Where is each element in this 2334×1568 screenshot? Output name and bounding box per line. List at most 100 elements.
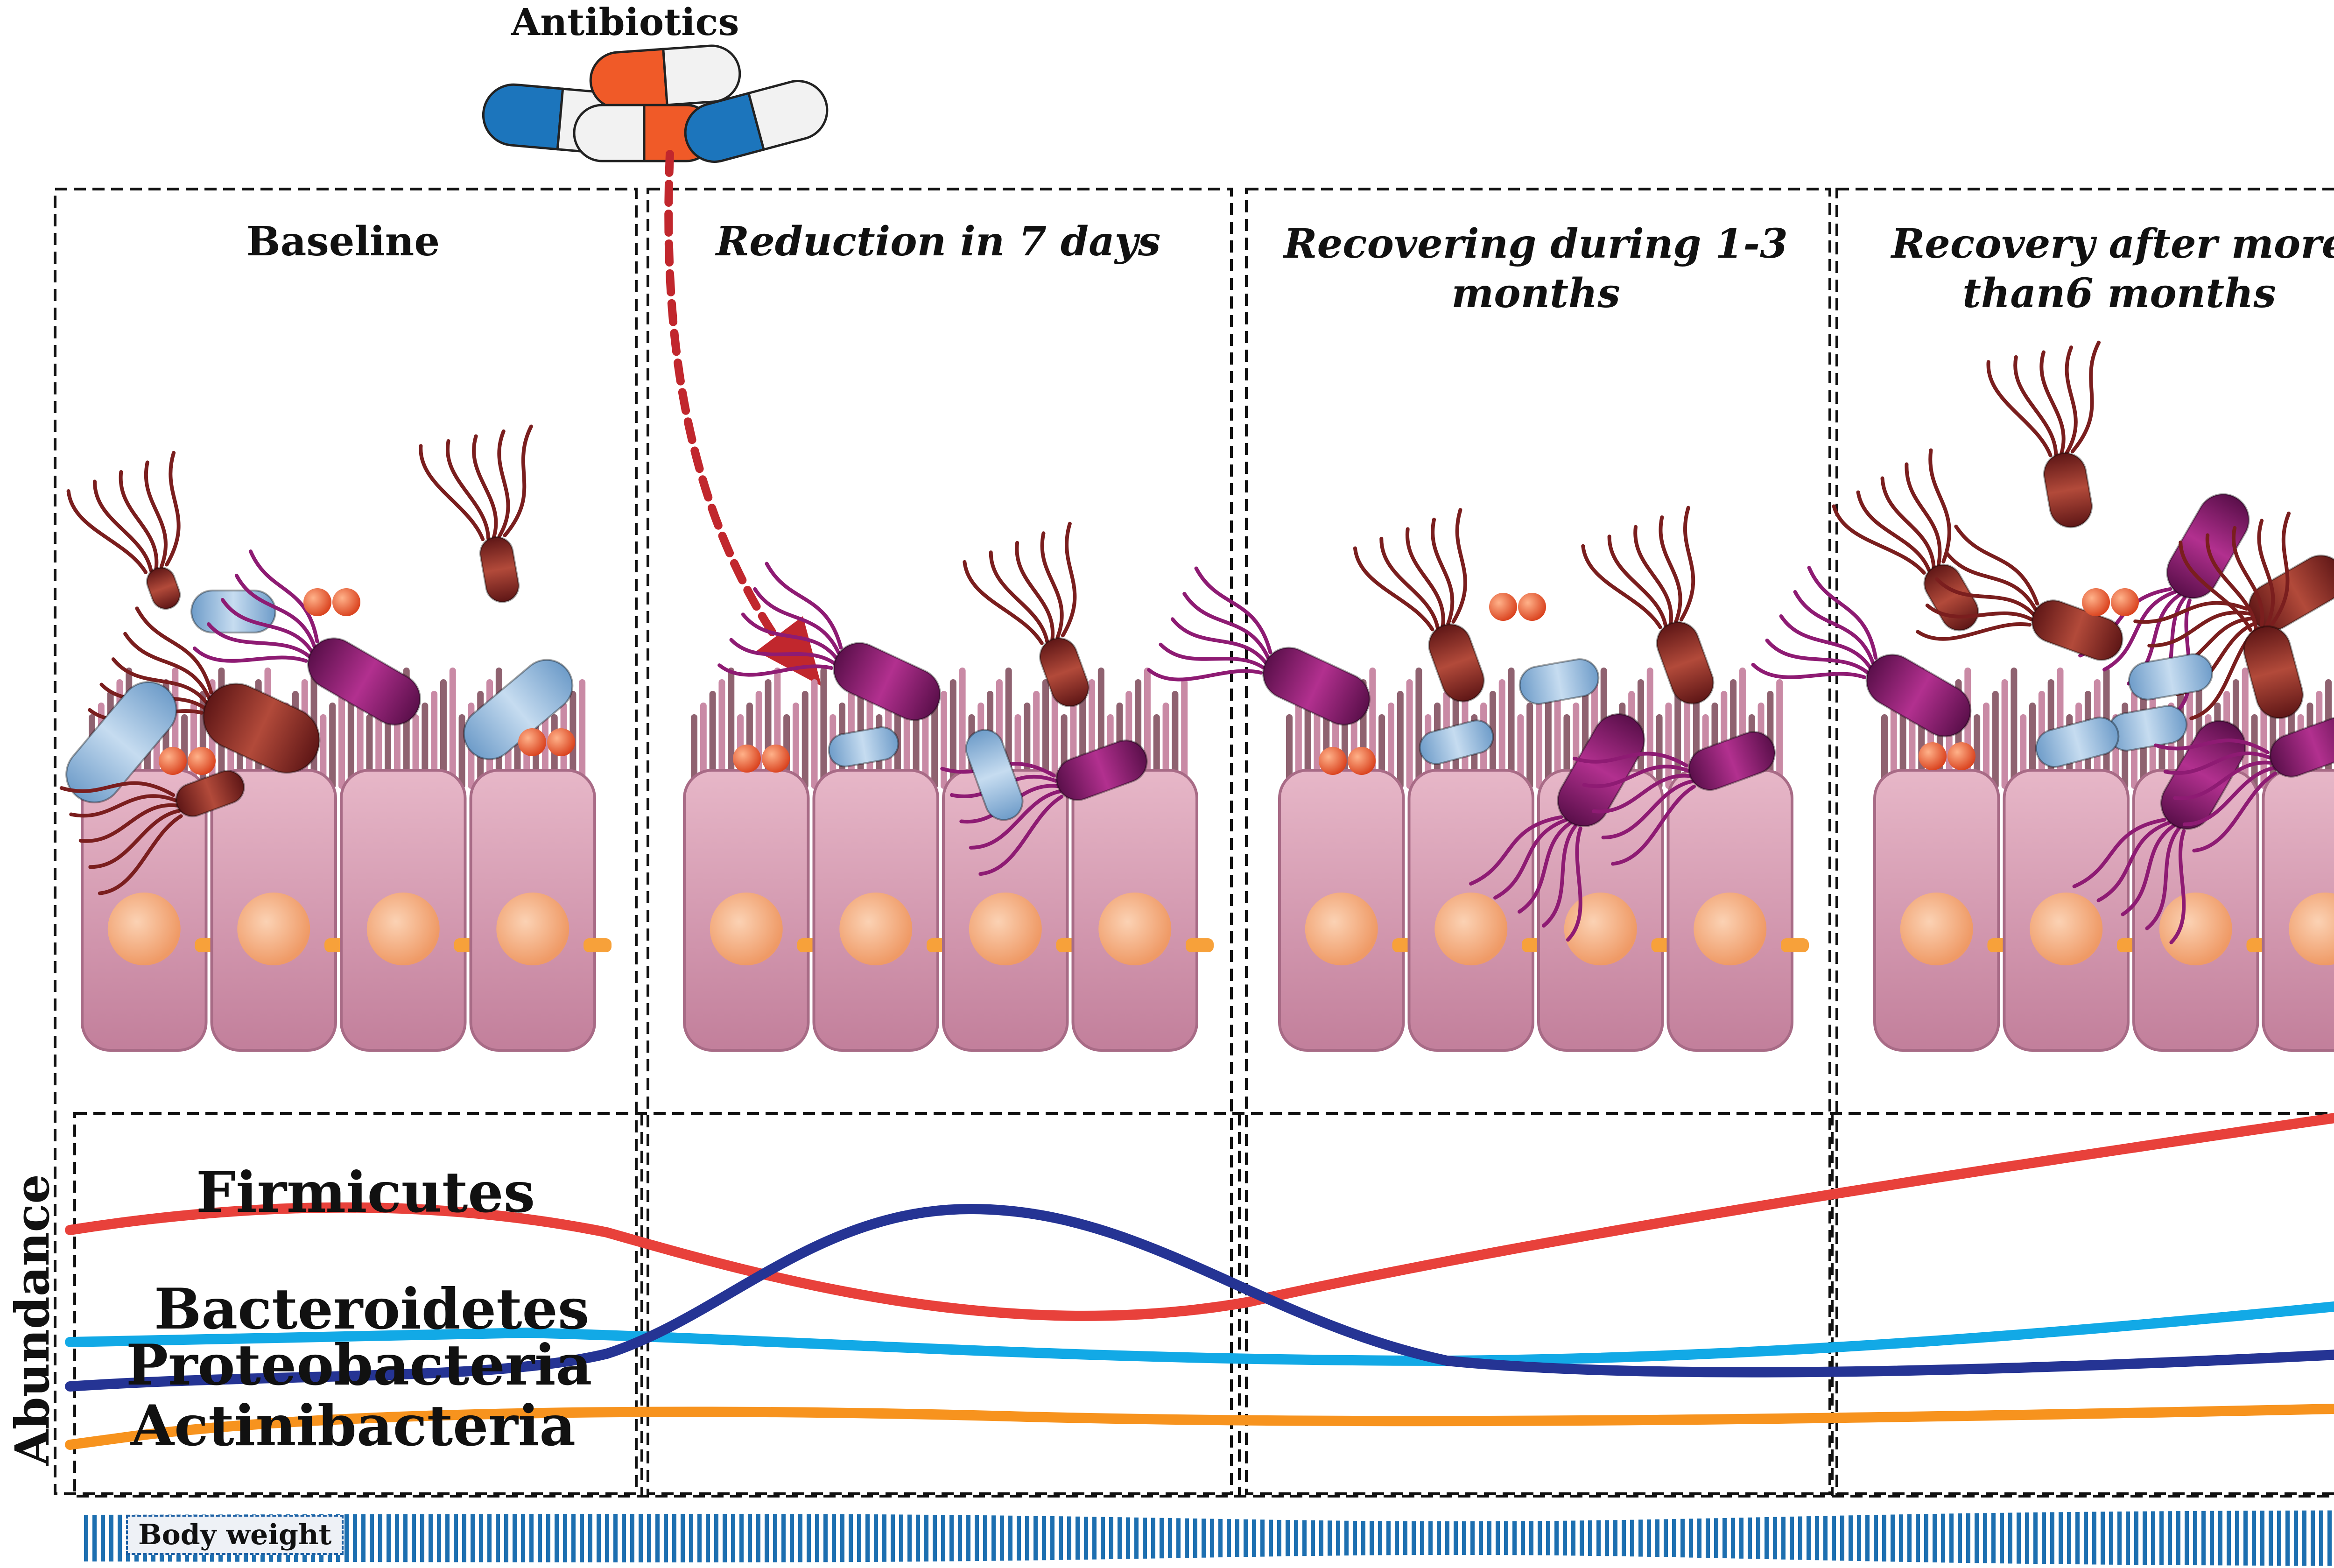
- cell-nucleus: [1694, 893, 1766, 965]
- weight-stroke: [2000, 1513, 2004, 1563]
- weight-stroke: [1798, 1516, 1802, 1560]
- weight-stroke: [1286, 1520, 1290, 1556]
- flagellum: [132, 453, 209, 565]
- weight-stroke: [2176, 1511, 2180, 1565]
- cell-nucleus: [2030, 893, 2102, 965]
- weight-stroke: [891, 1514, 895, 1561]
- weight-stroke: [370, 1514, 374, 1562]
- weight-stroke: [1084, 1517, 1088, 1560]
- weight-stroke: [1462, 1521, 1466, 1555]
- red-bacillus: [1582, 508, 1752, 722]
- weight-stroke: [849, 1514, 853, 1562]
- weight-stroke: [2059, 1512, 2063, 1564]
- weight-stroke: [1949, 1513, 1954, 1562]
- weight-stroke: [1554, 1521, 1559, 1555]
- weight-stroke: [1042, 1516, 1046, 1561]
- weight-stroke: [1033, 1516, 1038, 1560]
- weight-stroke: [1210, 1519, 1214, 1558]
- antibiotics-label: Antibiotics: [511, 0, 739, 44]
- weight-stroke: [1185, 1519, 1189, 1558]
- weight-stroke: [832, 1514, 836, 1562]
- weight-stroke: [2294, 1511, 2298, 1566]
- weight-stroke: [1538, 1521, 1542, 1555]
- series-label-firmicutes: Firmicutes: [196, 1162, 535, 1223]
- coccus: [1919, 742, 1947, 770]
- weight-stroke: [756, 1514, 760, 1562]
- weight-stroke: [1849, 1515, 1853, 1561]
- weight-stroke: [1546, 1521, 1550, 1555]
- weight-stroke: [521, 1514, 525, 1562]
- weight-stroke: [420, 1514, 424, 1562]
- weight-stroke: [2260, 1511, 2264, 1566]
- cell-nucleus: [839, 893, 912, 965]
- flagellum: [1148, 629, 1261, 714]
- weight-stroke: [1252, 1519, 1256, 1557]
- coccus: [2111, 588, 2139, 616]
- capsule-half-colored: [481, 82, 563, 149]
- flagellum: [116, 470, 162, 570]
- cell-nucleus: [108, 893, 181, 965]
- weight-stroke: [1017, 1516, 1021, 1561]
- weight-stroke: [1529, 1521, 1533, 1555]
- weight-stroke: [2269, 1511, 2273, 1566]
- weight-stroke: [344, 1514, 349, 1562]
- weight-stroke: [2159, 1511, 2164, 1565]
- weight-stroke: [546, 1514, 550, 1562]
- weight-stroke: [1655, 1519, 1659, 1557]
- coccus: [2082, 588, 2110, 616]
- weight-stroke: [2042, 1512, 2046, 1564]
- weight-stroke: [1563, 1521, 1567, 1556]
- weight-stroke: [2311, 1511, 2315, 1566]
- panel-title-baseline: Baseline: [56, 217, 630, 267]
- weight-stroke: [840, 1514, 844, 1562]
- weight-stroke: [1840, 1516, 1844, 1561]
- weight-stroke: [1975, 1513, 1979, 1563]
- capsule-half-white: [749, 75, 834, 150]
- microvillus: [338, 691, 345, 789]
- weight-stroke: [403, 1514, 408, 1562]
- weight-stroke: [1109, 1517, 1113, 1559]
- weight-stroke: [2227, 1511, 2231, 1566]
- weight-stroke: [529, 1514, 534, 1562]
- weight-stroke: [655, 1514, 660, 1562]
- microvillus: [1992, 691, 1999, 789]
- weight-stroke: [454, 1514, 458, 1562]
- weight-stroke: [571, 1514, 576, 1562]
- series-label-proteobacteria: Proteobacteria: [126, 1335, 592, 1396]
- weight-stroke: [1168, 1518, 1172, 1558]
- microvillus: [2011, 668, 2017, 789]
- weight-stroke: [462, 1514, 466, 1562]
- red-bacillus: [1987, 343, 2130, 537]
- weight-stroke: [1025, 1516, 1029, 1561]
- weight-stroke: [1437, 1521, 1441, 1555]
- weight-stroke: [395, 1514, 399, 1562]
- weight-stroke: [378, 1514, 382, 1562]
- microvillus: [1415, 668, 1422, 789]
- weight-stroke: [1605, 1520, 1609, 1556]
- coccus: [1348, 747, 1376, 775]
- cell-nucleus: [367, 893, 440, 965]
- weight-stroke: [1302, 1520, 1307, 1556]
- weight-stroke: [1756, 1517, 1760, 1559]
- microvillus: [941, 691, 947, 789]
- flagellum: [1175, 594, 1278, 657]
- weight-stroke: [1076, 1517, 1080, 1560]
- weight-stroke: [723, 1514, 727, 1562]
- weight-stroke: [1403, 1521, 1407, 1555]
- weight-stroke: [1420, 1521, 1424, 1555]
- body-weight-label: Body weight: [126, 1515, 344, 1555]
- weight-stroke: [672, 1514, 676, 1562]
- weight-stroke: [1983, 1513, 1987, 1563]
- weight-stroke: [1714, 1518, 1718, 1558]
- y-axis-label: Abundance: [5, 1174, 60, 1466]
- weight-stroke: [2193, 1511, 2197, 1565]
- weight-stroke: [916, 1515, 920, 1561]
- weight-stroke: [1580, 1520, 1584, 1555]
- flagellum: [1582, 531, 1660, 643]
- weight-stroke: [580, 1514, 584, 1562]
- weight-stroke: [361, 1514, 366, 1562]
- cell-nucleus: [1434, 893, 1507, 965]
- weight-stroke: [1882, 1515, 1886, 1561]
- cell-nucleus: [1900, 893, 1973, 965]
- weight-stroke: [588, 1514, 592, 1562]
